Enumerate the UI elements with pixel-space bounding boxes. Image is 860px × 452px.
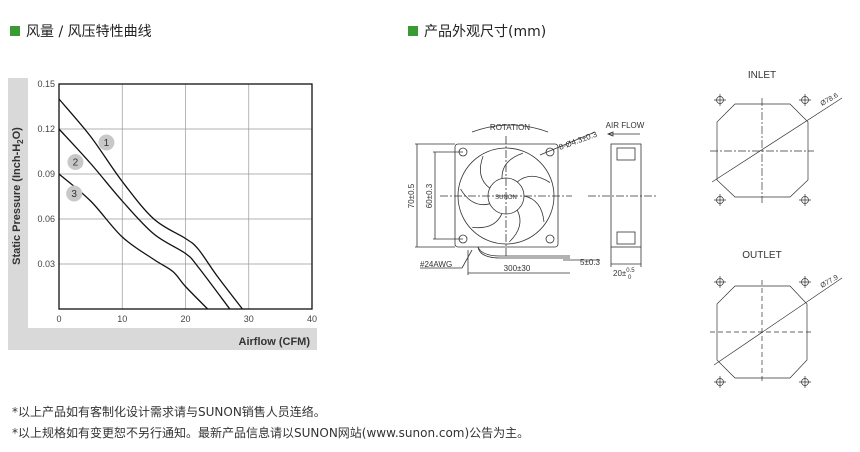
inlet-outline: Ø78.6 <box>710 92 843 203</box>
height-outer-label: 70±0.5 <box>407 183 416 208</box>
footer-note-1: *以上产品如有客制化设计需求请与SUNON销售人员连络。 <box>12 405 326 419</box>
fan-blade <box>472 213 503 229</box>
series-marker-2 <box>67 154 84 170</box>
series-line-3 <box>58 173 209 310</box>
dimension-section-title: 产品外观尺寸(mm) <box>424 24 547 40</box>
fan-blade <box>516 175 551 183</box>
hole-crosshair <box>799 94 811 106</box>
wire <box>477 246 570 259</box>
fan-dimension-drawing: ROTATION AIR FLOW 8-Ø4.3±0.3 SUNON 70±0.… <box>407 121 658 281</box>
series-label-2: 2 <box>73 158 79 169</box>
series-line-2 <box>58 128 231 310</box>
y-axis-label: Static Pressure (Inch-H2O) <box>11 127 25 265</box>
green-square-icon <box>10 26 20 36</box>
fan-blade <box>479 155 491 189</box>
hole-crosshair <box>799 194 811 206</box>
fan-side-frame <box>610 143 642 248</box>
x-tick-label: 40 <box>307 314 317 324</box>
footer-note-2: *以上规格如有变更恕不另行通知。最新产品信息请以SUNON网站(www.suno… <box>12 426 530 440</box>
fan-front-frame <box>454 143 559 248</box>
hole-crosshair <box>799 376 811 388</box>
series-label-1: 1 <box>104 138 110 149</box>
inlet-outlet-drawing: INLET Ø78.6 OUTLET Ø77.9 <box>710 70 843 388</box>
hole-crosshair <box>714 94 726 106</box>
fan-blade <box>509 209 521 243</box>
wire-gauge-label: #24AWG <box>420 260 452 269</box>
hole-crosshair <box>799 276 811 288</box>
x-tick-label: 20 <box>180 314 190 324</box>
wire-length-label: 300±30 <box>504 264 531 273</box>
outlet-outline: Ø77.9 <box>710 274 843 384</box>
hole-crosshair <box>714 276 726 288</box>
curve-section-header: 风量 / 风压特性曲线 <box>10 21 152 41</box>
dimension-section-header: 产品外观尺寸(mm) <box>408 21 546 41</box>
air-flow-label: AIR FLOW <box>606 121 645 130</box>
wire-strip-label: 5±0.3 <box>580 258 601 267</box>
hole-crosshair <box>714 376 726 388</box>
x-tick-label: 0 <box>56 314 61 324</box>
y-tick-label: 0.06 <box>37 214 55 224</box>
rotation-arrow <box>471 124 549 133</box>
x-axis-label: Airflow (CFM) <box>239 336 311 348</box>
series-marker-3 <box>66 185 83 202</box>
hole-crosshair <box>714 194 726 206</box>
green-square-icon <box>408 26 418 36</box>
fan-blade <box>523 195 545 223</box>
fan-blade <box>501 152 523 179</box>
rotation-label: ROTATION <box>490 123 530 132</box>
series-line-1 <box>58 98 243 310</box>
inlet-diameter-label: Ø78.6 <box>820 92 840 108</box>
series-label-3: 3 <box>71 189 77 200</box>
height-inner-label: 60±0.3 <box>425 183 434 208</box>
y-tick-label: 0.03 <box>37 259 55 269</box>
airflow-arrow-icon <box>606 131 640 137</box>
inlet-label: INLET <box>748 70 776 81</box>
fan-blade <box>460 188 490 205</box>
y-tick-label: 0.12 <box>37 124 55 134</box>
y-tick-label: 0.09 <box>37 169 55 179</box>
y-tick-label: 0.15 <box>37 79 55 89</box>
x-tick-label: 10 <box>117 314 127 324</box>
pq-curve-chart: 0 10 20 30 40 0.03 0.06 0.09 0.12 0.15 1 2 3 Static… <box>8 70 317 350</box>
x-tick-label: 30 <box>244 314 254 324</box>
series-marker-1 <box>98 134 115 151</box>
outlet-label: OUTLET <box>742 250 781 261</box>
plot-frame <box>58 83 313 310</box>
curve-section-title: 风量 / 风压特性曲线 <box>26 24 152 40</box>
